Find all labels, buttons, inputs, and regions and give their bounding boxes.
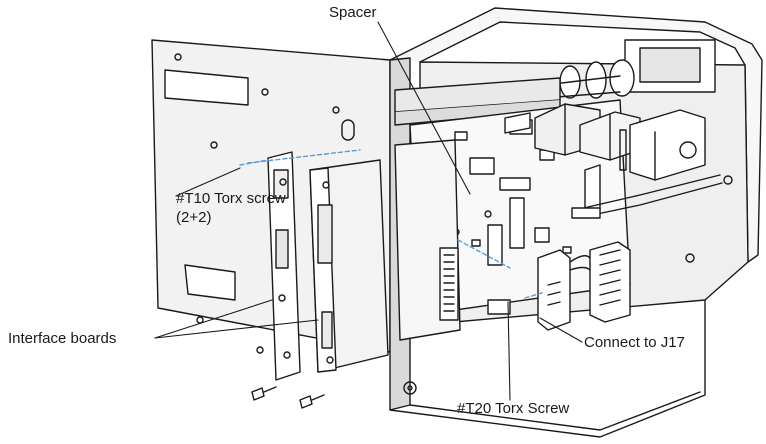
board-connector-left <box>439 247 459 321</box>
callout-interface-boards: Interface boards <box>8 330 117 347</box>
callout-t20-torx-screw: #T20 Torx Screw <box>457 400 570 417</box>
callout-spacer: Spacer <box>329 4 377 21</box>
callout-t10-torx-screw-count: (2+2) <box>176 209 212 226</box>
loose-screws <box>251 386 325 409</box>
j17-ribbon-cable <box>487 241 631 331</box>
stepper-motor <box>619 109 706 181</box>
interface-card <box>309 159 389 373</box>
board-ribbon <box>571 164 723 219</box>
roller-assembly <box>519 59 635 101</box>
callout-t10-torx-screw: #T10 Torx screw <box>176 190 286 207</box>
callout-leaders <box>154 21 583 401</box>
callout-connect-to-j17: Connect to J17 <box>584 334 685 351</box>
alignment-guides <box>239 149 546 299</box>
power-components <box>504 103 641 161</box>
